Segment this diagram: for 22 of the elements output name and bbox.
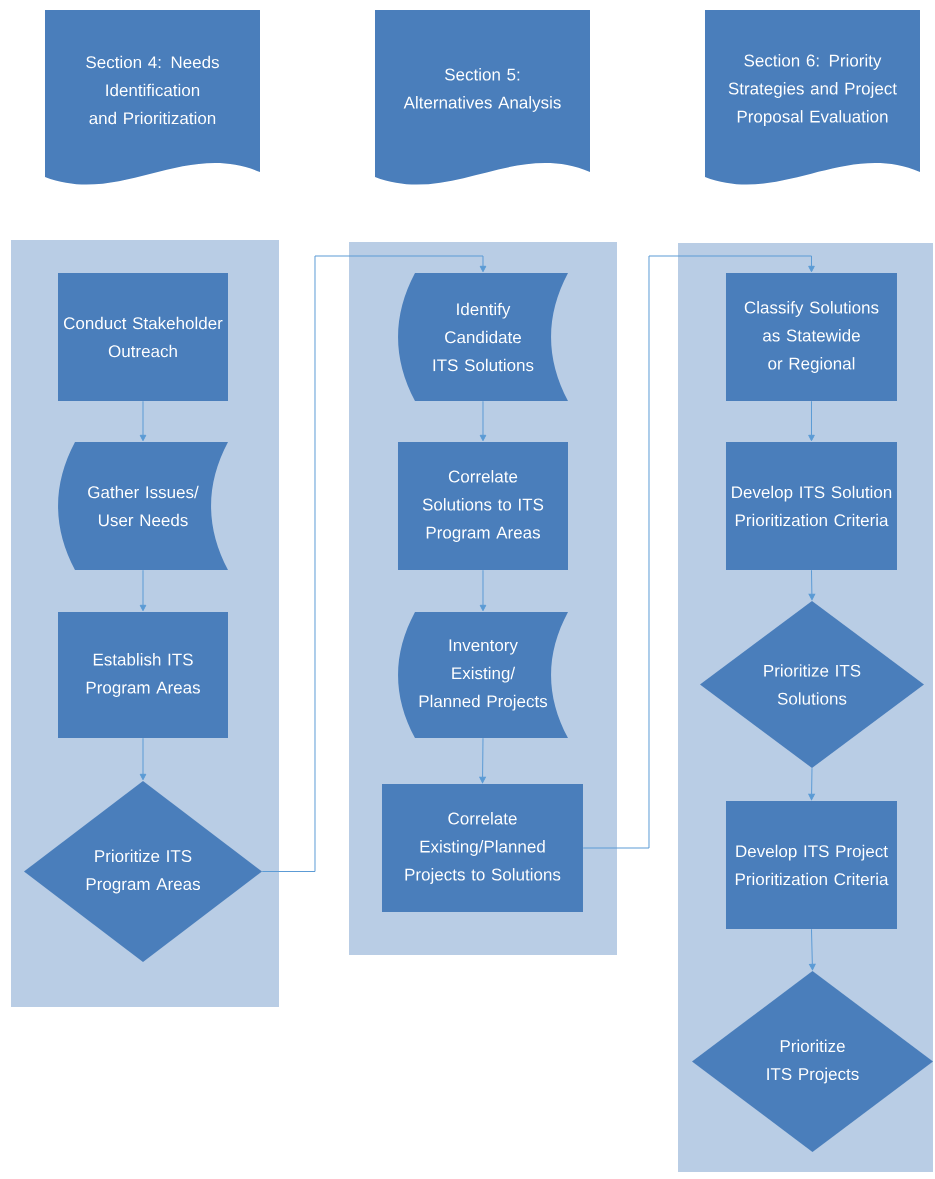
- arrow: [479, 569, 487, 612]
- document-banner: Section 6: Priority Strategies and Project Proposal Evaluation: [705, 10, 920, 185]
- arrow: [808, 569, 816, 601]
- document-banner: Section 4: Needs Identification and Prioritization: [45, 10, 260, 185]
- arrow: [261, 255, 487, 872]
- arrow: [139, 569, 147, 612]
- process-box: Establish ITS Program Areas: [58, 612, 228, 738]
- arrow: [808, 767, 815, 801]
- arrow: [809, 928, 816, 971]
- arrow: [139, 737, 147, 781]
- arrow: [139, 400, 147, 442]
- document-banner: Section 5: Alternatives Analysis: [375, 10, 590, 185]
- arrow: [582, 255, 815, 849]
- arrow: [479, 400, 487, 442]
- process-box: Develop ITS Project Prioritization Criteria: [726, 801, 897, 929]
- arrow: [808, 400, 815, 442]
- process-box: Conduct Stakeholder Outreach: [58, 273, 228, 401]
- process-box: Correlate Solutions to ITS Program Areas: [398, 442, 568, 570]
- process-box: Correlate Existing/Planned Projects to Solutions: [382, 784, 583, 912]
- process-box: Develop ITS Solution Prioritization Criteria: [726, 442, 897, 570]
- arrow: [479, 737, 486, 784]
- process-box: Classify Solutions as Statewide or Regional: [726, 273, 897, 401]
